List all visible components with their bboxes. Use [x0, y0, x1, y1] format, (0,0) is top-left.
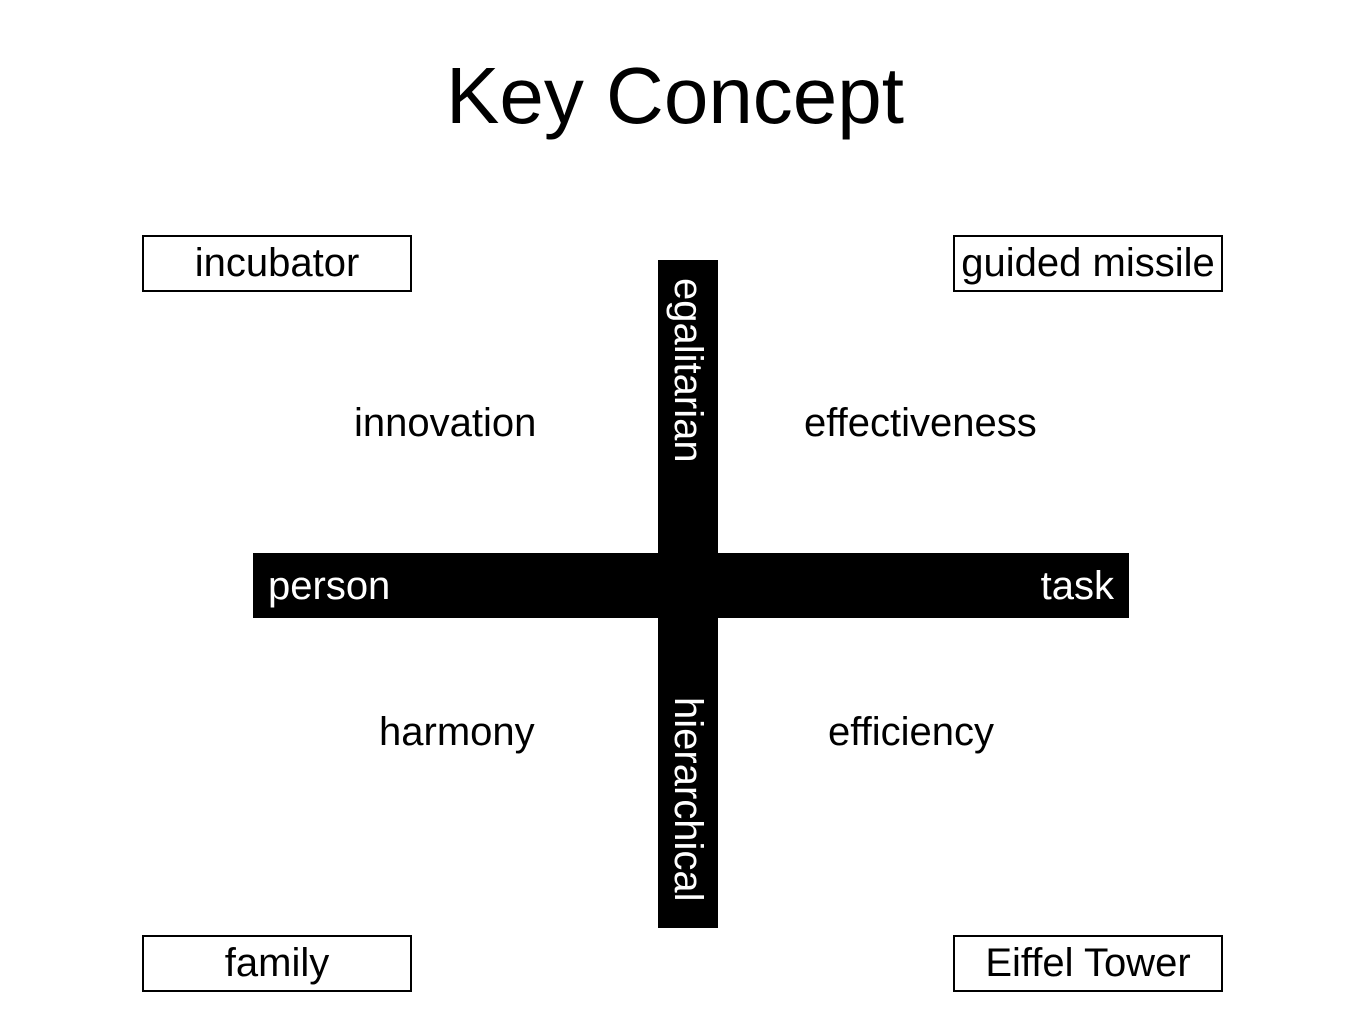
axis-label-task: task: [1040, 564, 1114, 608]
page-title: Key Concept: [445, 51, 905, 140]
corner-label-top-right: guided missile: [961, 241, 1215, 285]
corner-box-family: family: [142, 935, 412, 992]
horizontal-axis-bar: [253, 553, 1129, 618]
quadrant-label-top-right: effectiveness: [804, 401, 1037, 445]
quadrant-label-top-left: innovation: [354, 401, 537, 445]
corner-label-bottom-left: family: [224, 941, 330, 985]
axis-label-person: person: [268, 564, 391, 608]
axis-label-egalitarian: egalitarian: [666, 278, 710, 463]
corner-label-top-left: incubator: [194, 241, 360, 285]
corner-box-incubator: incubator: [142, 235, 412, 292]
quadrant-label-bottom-left: harmony: [379, 710, 535, 754]
quadrant-label-bottom-right: efficiency: [828, 710, 995, 754]
corner-label-bottom-right: Eiffel Tower: [985, 941, 1191, 985]
corner-box-eiffel-tower: Eiffel Tower: [953, 935, 1223, 992]
axis-label-hierarchical: hierarchical: [666, 697, 710, 902]
corner-box-guided-missile: guided missile: [953, 235, 1223, 292]
